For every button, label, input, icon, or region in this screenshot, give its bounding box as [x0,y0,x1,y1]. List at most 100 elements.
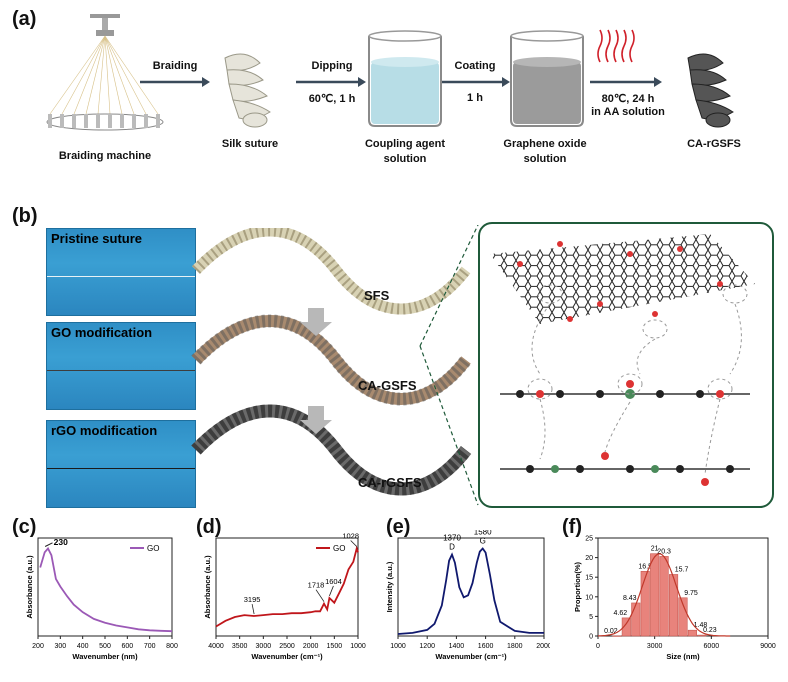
beaker-coupling-agent [368,30,442,127]
step-reduction-condition: 80℃, 24 h [601,93,655,105]
suture-thread [47,276,195,277]
panel-label-a: (a) [12,8,37,30]
step-braiding: Braiding [152,60,198,72]
x-tick-label: 1000 [350,643,366,650]
panel-label-f: (f) [562,516,582,538]
x-tick-label: 1800 [507,643,523,650]
arrow-2 [296,77,366,87]
x-tick-label: 400 [77,643,89,650]
caption-silk-suture: Silk suture [221,138,279,150]
x-tick-label: 6000 [704,643,720,650]
x-tick-label: 2000 [536,643,550,650]
caption-graphene-oxide-1: Graphene oxide [503,138,587,150]
x-axis-label: Wavenumber (nm) [72,652,138,661]
panel-label-e: (e) [386,516,411,538]
bar [621,617,631,637]
legend-label: GO [147,544,159,553]
arrow-3 [442,77,510,87]
silk-suture-illustration [224,53,271,128]
x-tick-label: 500 [99,643,111,650]
annotation-arrow [44,542,53,547]
bar-value-label: 16.5 [638,563,652,570]
photo-pristine-suture: Pristine suture [46,228,196,316]
x-tick-label: 3000 [256,643,272,650]
x-tick-label: 700 [144,643,156,650]
annotation-tick [251,603,255,615]
y-tick-label: 0 [589,634,593,641]
bar [678,597,688,637]
photo-go-modification: GO modification [46,322,196,410]
bar [631,602,641,637]
x-tick-label: 300 [54,643,66,650]
step-reduction-solution: in AA solution [591,106,665,118]
bar-value-label: 9.75 [684,590,698,597]
annotation-tick [329,585,334,597]
peak-label-d: D [449,543,455,552]
bar-value-label: 21 [651,546,659,553]
photo-title-go: GO modification [51,325,153,340]
x-tick-label: 200 [32,643,44,650]
data-line [39,546,173,633]
peak-label-g-value: 1580 [474,530,492,537]
bar [687,629,697,637]
bar-value-label: 8.43 [623,595,637,602]
step-dipping-condition: 60℃, 1 h [308,93,356,105]
annotation-label: 3195 [244,595,261,604]
y-axis-label: Proportion(%) [573,562,582,612]
x-tick-label: 2500 [279,643,295,650]
x-tick-label: 1200 [419,643,435,650]
bar [697,634,707,637]
beaker-graphene-oxide [510,30,584,127]
x-tick-label: 1500 [327,643,343,650]
caption-graphene-oxide-2: solution [523,153,567,165]
label-ca-rgsfs: CA-rGSFS [358,475,422,490]
zoom-lines [419,225,479,506]
bar [669,574,679,637]
x-tick-label: 9000 [760,643,776,650]
bar-value-label: 20.3 [657,548,671,555]
data-line [215,545,359,628]
y-axis-label: Absorbance (a.u.) [203,555,212,619]
annotation-tick [350,540,357,547]
peak-label-d-value: 1370 [443,534,461,543]
bar-value-label: 4.62 [614,610,628,617]
x-tick-label: 1000 [390,643,406,650]
annotation-tick [315,589,325,602]
bar [650,553,660,637]
x-tick-label: 1400 [449,643,465,650]
photo-title-rgo: rGO modification [51,423,158,438]
photo-title-pristine: Pristine suture [51,231,143,246]
suture-thread [47,370,195,371]
caption-ca-rgsfs: CA-rGSFS [687,138,741,150]
wavy-sutures [191,228,472,496]
caption-coupling-agent-1: Coupling agent [364,138,446,150]
data-line [397,547,544,635]
panel-label-b: (b) [12,205,38,227]
annotation-label: 1604 [325,577,342,586]
x-tick-label: 3000 [647,643,663,650]
bar-value-label: 0.02 [604,628,618,635]
y-tick-label: 5 [589,614,593,621]
x-axis-label: Wavenumber (cm⁻¹) [251,652,323,661]
annotation-label: 1028 [342,532,359,541]
step-dipping: Dipping [311,60,353,72]
y-axis-label: Absorbance (a.u.) [25,555,34,619]
molecular-structure-inset [478,222,774,508]
x-tick-label: 1600 [478,643,494,650]
fit-curve [597,553,731,637]
x-tick-label: 600 [121,643,133,650]
arrow-4 [590,77,662,87]
y-tick-label: 20 [585,555,593,562]
x-axis-label: Wavenumber (cm⁻¹) [435,652,507,661]
photo-rgo-modification: rGO modification [46,420,196,508]
bar [659,556,669,637]
x-tick-label: 3500 [232,643,248,650]
annotation-label: 230 [54,537,68,547]
plot-frame [397,537,545,637]
caption-coupling-agent-2: solution [383,153,427,165]
panel-label-d: (d) [196,516,222,538]
